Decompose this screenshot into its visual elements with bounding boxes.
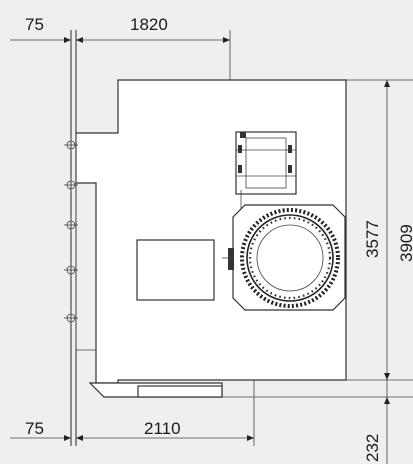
inner-left-panel [75, 133, 96, 351]
mounting-point-icon [64, 178, 78, 192]
dim-height-inner: 3577 [363, 220, 382, 258]
dim-left-gap-top: 75 [25, 15, 44, 34]
bottom-dimension: 75 2110 [10, 300, 255, 446]
tool-changer-arm [235, 131, 297, 210]
dim-offset-bottom: 232 [363, 434, 382, 462]
control-cabinet [136, 239, 215, 301]
dim-width-bottom: 2110 [144, 419, 181, 438]
left-reference-lines [70, 30, 77, 446]
mounting-point-icon [64, 138, 78, 152]
bottom-tray [88, 382, 223, 398]
dim-height-outer: 3909 [397, 224, 413, 262]
mounting-point-icon [64, 218, 78, 232]
right-dimensions: 3577 3909 232 [220, 79, 413, 464]
mounting-point-icon [64, 263, 78, 277]
dim-width-top: 1820 [130, 15, 168, 34]
mounting-point-icon [64, 311, 78, 325]
tool-magazine [222, 204, 346, 311]
mounting-points [64, 138, 78, 325]
dim-left-gap-bottom: 75 [25, 419, 44, 438]
